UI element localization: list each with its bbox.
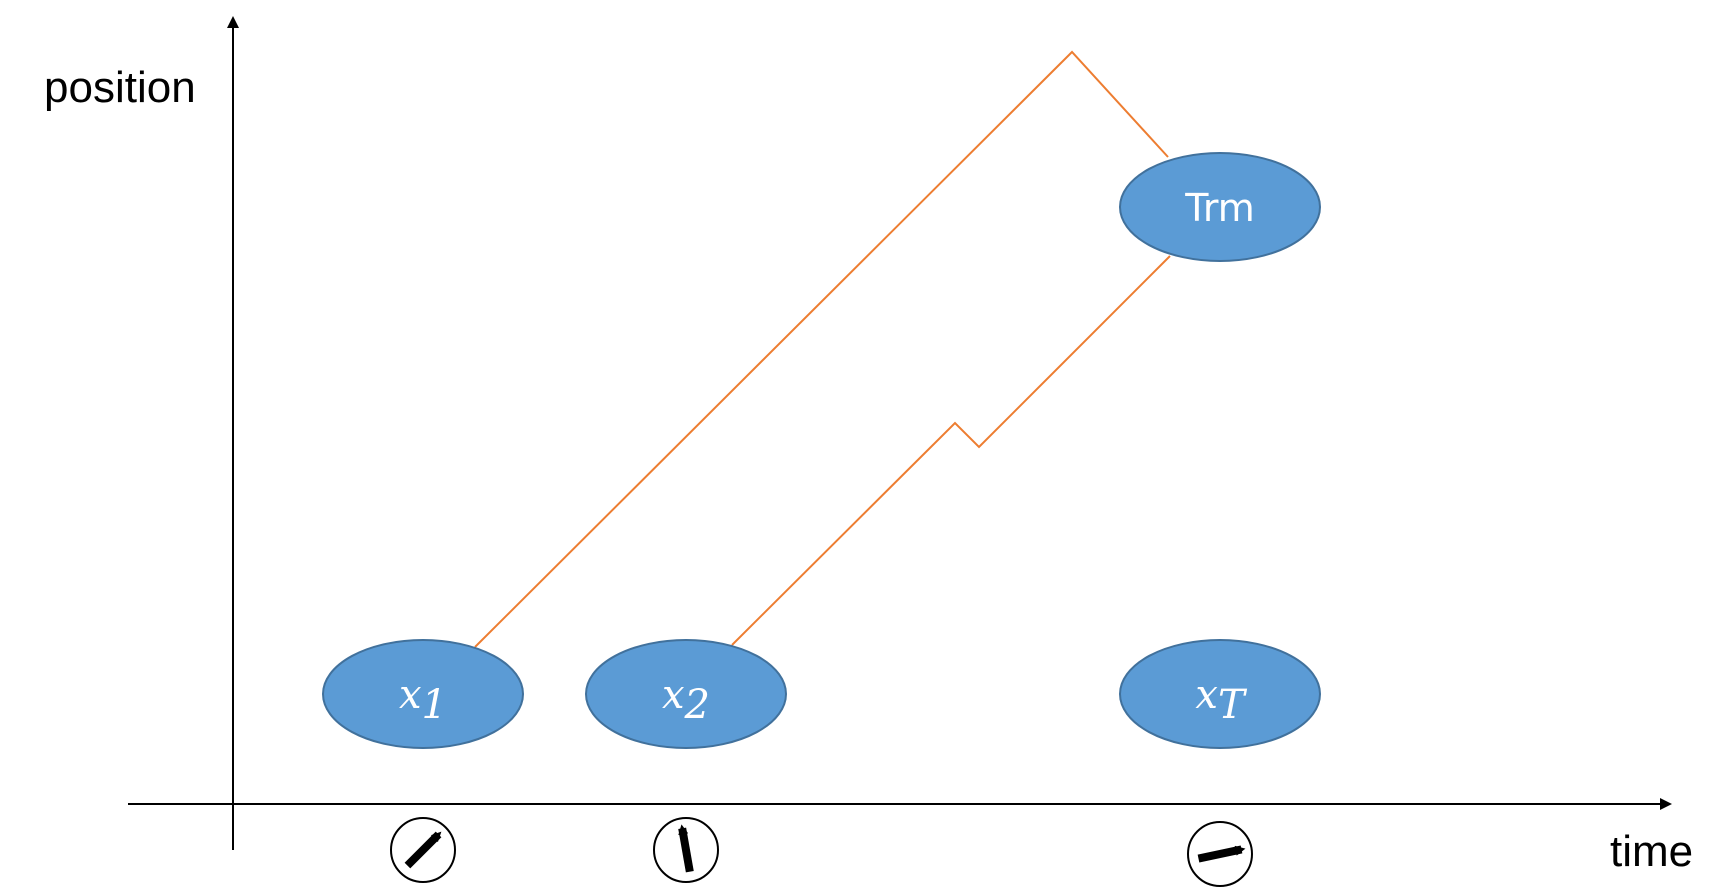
node-trm-label: Trm [1184,186,1255,230]
node-x2-shape [585,639,787,749]
dial-2 [653,817,719,883]
dial-2-needle [678,824,694,873]
node-xT-label: xT [1195,672,1248,728]
connector-x1-to-trm [474,50,1169,648]
node-x2-label-sub: 2 [684,682,710,728]
y-axis-label: position [44,63,196,112]
node-x1-shape [322,639,524,749]
node-x1-label-sub: 1 [422,682,447,728]
dial-1-needle [404,831,442,869]
node-trm-shape [1119,152,1321,262]
node-xT-shape [1119,639,1321,749]
node-xT: xT [1119,639,1321,749]
node-xT-label-sub: T [1218,682,1248,728]
node-x2-label-base: x [662,672,685,718]
node-x1-label-base: x [399,672,422,718]
node-x1-label: x1 [399,672,447,728]
node-xT-label-base: x [1195,672,1218,718]
x-axis-label: time [1610,827,1693,876]
dial-1 [390,817,456,883]
node-trm: Trm [1119,152,1321,262]
node-x1: x1 [322,639,524,749]
dial-3-needle [1197,845,1246,863]
dial-3 [1187,821,1253,887]
connector-x2-to-trm [731,255,1171,646]
node-x2-label: x2 [662,672,710,728]
node-x2: x2 [585,639,787,749]
